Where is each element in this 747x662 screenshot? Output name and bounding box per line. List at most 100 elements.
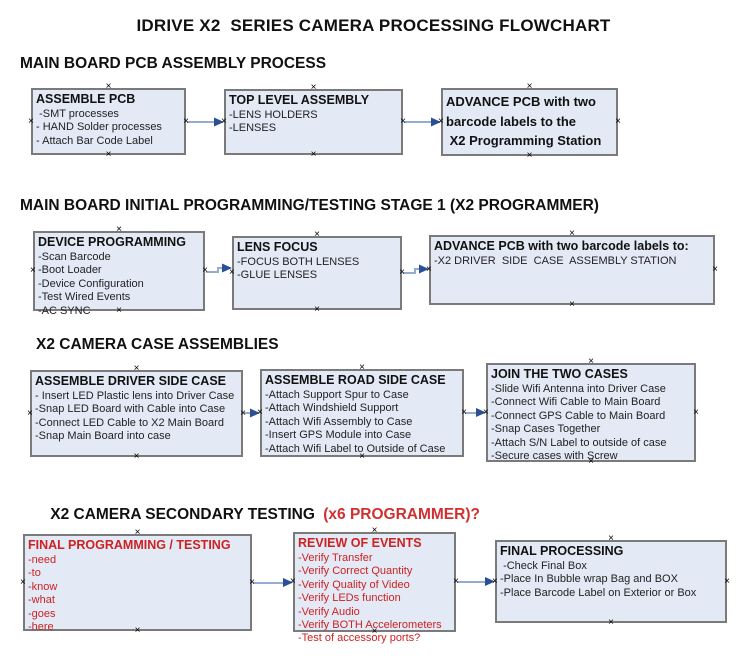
box-item: -Test Wired Events [38, 291, 131, 304]
connection-point-icon: × [20, 576, 26, 588]
box-item: -SMT processes [36, 107, 119, 120]
box-item: -here [28, 620, 54, 633]
box-item: -to [28, 567, 41, 580]
box-item: -Slide Wifi Antenna into Driver Case [491, 382, 666, 395]
flow-box-assemble-road-side-case[interactable]: ASSEMBLE ROAD SIDE CASE -Attach Support … [257, 363, 467, 462]
box-item: -X2 DRIVER SIDE CASE ASSEMBLY STATION [434, 254, 677, 267]
box-item: -Verify Quality of Video [298, 578, 410, 591]
box-item: -Attach Wifi Assembly to Case [265, 415, 413, 428]
connector-arrow[interactable] [244, 408, 260, 418]
box-item: -what [28, 594, 55, 607]
box-title: DEVICE PROGRAMMING [38, 235, 186, 249]
box-item: -Attach Wifi Label to Outside of Case [265, 442, 446, 455]
connection-point-icon: × [693, 406, 699, 418]
box-item: -know [28, 580, 58, 593]
box-item: -Attach Support Spur to Case [265, 388, 409, 401]
box-item: -Connect LED Cable to X2 Main Board [35, 416, 224, 429]
box-item: -GLUE LENSES [237, 269, 318, 282]
box-item: -Test of accessory ports? [298, 632, 421, 645]
box-item: -Insert GPS Module into Case [265, 429, 412, 442]
box-item: -Verify LEDs function [298, 592, 401, 605]
box-item: -Attach Windshield Support [265, 402, 399, 415]
connector-arrow[interactable] [457, 577, 495, 586]
box-item: -Snap Main Board into case [35, 430, 171, 443]
box-item: -Boot Loader [38, 264, 102, 277]
connector-arrow[interactable] [465, 408, 486, 417]
flow-box-device-programming[interactable]: DEVICE PROGRAMMING -Scan Barcode -Boot L… [30, 225, 208, 317]
box-item: - HAND Solder processes [36, 121, 162, 134]
flow-box-advance-pcb-to-case-assembly[interactable]: ADVANCE PCB with two barcode labels to: … [426, 229, 718, 310]
box-title: REVIEW OF EVENTS [298, 536, 422, 550]
page-title: IDRIVE X2 SERIES CAMERA PROCESSING FLOWC… [136, 16, 611, 35]
heading-black-part: X2 CAMERA SECONDARY TESTING [50, 506, 320, 523]
connection-point-icon: × [724, 575, 730, 587]
section-heading-main-board-pcb: MAIN BOARD PCB ASSEMBLY PROCESS [20, 55, 327, 72]
connector-arrow[interactable] [206, 263, 232, 273]
box-item: -Verify Transfer [298, 551, 373, 564]
connection-point-icon: × [133, 451, 140, 462]
box-title: JOIN THE TWO CASES [491, 367, 628, 381]
flow-box-review-of-events[interactable]: REVIEW OF EVENTS -Verify Transfer -Verif… [290, 526, 459, 645]
connection-point-icon: × [588, 356, 594, 367]
box-title: FINAL PROGRAMMING / TESTING [28, 538, 231, 552]
connection-point-icon: × [105, 149, 112, 160]
flow-box-final-programming-testing[interactable]: FINAL PROGRAMMING / TESTING -need -to -k… [20, 528, 255, 636]
box-item: -AC SYNC [38, 304, 91, 317]
box-title: FINAL PROCESSING [500, 544, 624, 558]
box-item: -Connect Wifi Cable to Main Board [491, 396, 661, 409]
box-item: -FOCUS BOTH LENSES [237, 255, 360, 268]
heading-red-part: (x6 PROGRAMMER)? [323, 506, 480, 523]
box-item: -Device Configuration [38, 277, 144, 290]
flow-box-advance-pcb-to-programming-station[interactable]: ADVANCE PCB with two barcode labels to t… [438, 82, 621, 161]
connection-point-icon: × [30, 265, 36, 276]
connection-point-icon: × [310, 149, 317, 160]
box-item: -Verify Audio [298, 605, 360, 618]
box-item: -Verify Correct Quantity [298, 565, 413, 578]
section-heading-initial-programming: MAIN BOARD INITIAL PROGRAMMING/TESTING S… [20, 197, 599, 214]
box-title: ADVANCE PCB with two barcode labels to: [434, 239, 689, 253]
connection-point-icon: × [615, 116, 621, 127]
connection-point-icon: × [229, 267, 235, 278]
section-heading-secondary-testing: X2 CAMERA SECONDARY TESTING (x6 PROGRAMM… [33, 488, 480, 542]
connection-point-icon: × [314, 304, 320, 315]
connection-point-icon: × [116, 224, 122, 235]
connection-point-icon: × [608, 617, 614, 628]
box-title: ASSEMBLE ROAD SIDE CASE [265, 373, 446, 387]
connector-arrow[interactable] [253, 578, 293, 587]
flow-box-assemble-pcb[interactable]: ASSEMBLE PCB -SMT processes - HAND Solde… [28, 82, 189, 160]
box-item: - Insert LED Plastic lens into Driver Ca… [35, 389, 235, 402]
connection-point-icon: × [608, 533, 614, 544]
connection-point-icon: × [569, 228, 575, 239]
box-item: -Place In Bubble wrap Bag and BOX [500, 573, 678, 586]
box-item: -goes [28, 607, 56, 620]
connection-point-icon: × [310, 82, 317, 93]
box-item: -Secure cases with Screw [491, 449, 618, 462]
flow-box-join-the-two-cases[interactable]: JOIN THE TWO CASES -Slide Wifi Antenna i… [483, 357, 699, 467]
box-title: LENS FOCUS [237, 240, 318, 254]
connection-point-icon: × [526, 150, 533, 161]
flow-box-lens-focus[interactable]: LENS FOCUS -FOCUS BOTH LENSES -GLUE LENS… [229, 230, 405, 315]
flow-box-top-level-assembly[interactable]: TOP LEVEL ASSEMBLY -LENS HOLDERS -LENSES… [221, 83, 406, 160]
flow-box-final-processing[interactable]: FINAL PROCESSING -Check Final Box -Place… [492, 534, 730, 628]
box-item: -Snap Cases Together [491, 423, 601, 436]
section-heading-case-assemblies: X2 CAMERA CASE ASSEMBLIES [36, 336, 279, 353]
box-title: ADVANCE PCB with two barcode labels to t… [446, 94, 602, 148]
box-item: -Attach S/N Label to outside of case [491, 436, 667, 449]
box-item: -need [28, 553, 57, 566]
box-title: ASSEMBLE PCB [36, 92, 136, 106]
connection-point-icon: × [314, 229, 320, 240]
box-title: ASSEMBLE DRIVER SIDE CASE [35, 374, 227, 388]
connection-point-icon: × [526, 81, 533, 92]
connection-point-icon: × [712, 264, 718, 275]
box-item: -LENSES [229, 122, 277, 135]
connector-arrow[interactable] [187, 117, 224, 127]
connection-point-icon: × [28, 115, 34, 127]
box-item: -Connect GPS Cable to Main Board [491, 409, 666, 422]
connector-arrow[interactable] [403, 264, 429, 274]
box-item: -Check Final Box [500, 559, 587, 572]
box-item: -Scan Barcode [38, 250, 111, 263]
flow-box-assemble-driver-side-case[interactable]: ASSEMBLE DRIVER SIDE CASE - Insert LED P… [27, 364, 246, 462]
connector-arrow[interactable] [404, 117, 441, 127]
